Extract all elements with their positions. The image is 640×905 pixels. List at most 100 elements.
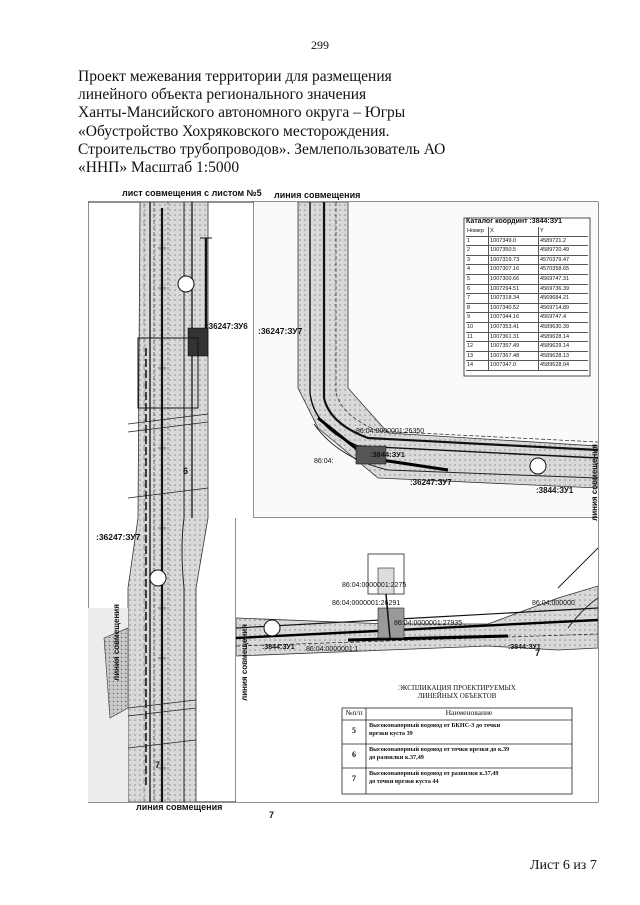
catalog-cell: 12 [466, 342, 490, 351]
document-title: Проект межевания территории для размещен… [78, 68, 518, 177]
catalog-cell: 4569736.39 [540, 285, 570, 292]
footer-sheet: Лист 6 из 7 [530, 858, 597, 873]
catalog-cell: 1007353.41 [489, 322, 540, 332]
cadastre-label: 86:04: [314, 458, 334, 465]
catalog-cell: 4589628.04 [540, 362, 570, 369]
catalog-cell: 4569714.89 [540, 304, 570, 311]
catalog-cell: 1007367.48 [489, 351, 540, 361]
catalog-cell: 3 [466, 255, 490, 265]
catalog-cell: 1007294.51 [489, 284, 540, 294]
catalog-cell: 4570379.47 [540, 256, 570, 263]
legend-row-line: Высоконапорный водовод от развилки к.37,… [369, 770, 499, 777]
catalog-cell: 1007357.49 [489, 342, 540, 351]
page-number: 299 [311, 38, 329, 52]
catalog-cell: 1007347.0 [489, 361, 540, 370]
catalog-cell: 4 [466, 265, 490, 274]
title-line: «ННП» Масштаб 1:5000 [78, 159, 240, 177]
legend-title-2: ЛИНЕЙНЫХ ОБЪЕКТОВ [417, 692, 497, 700]
marker-label: 7 [535, 648, 541, 658]
catalog-header-cell: Y [540, 228, 544, 234]
legend-row-line: до развилки к.37,49 [369, 754, 424, 761]
legend-row-name: Высоконапорный водовод от БКНС-3 до точк… [366, 722, 572, 738]
cadastre-label: 86:04:0000001:26350 [356, 428, 425, 435]
catalog-cell: 4589628.13 [540, 352, 570, 359]
left-panel [88, 201, 255, 803]
catalog-cell: 5 [466, 274, 490, 284]
catalog-cell: 4569747.4 [540, 314, 567, 321]
catalog-cell: 11 [466, 332, 490, 342]
catalog-cell: 7 [466, 294, 490, 303]
catalog-cell: 1007344.16 [489, 313, 540, 322]
legend: ЭКСПЛИКАЦИЯ ПРОЕКТИРУЕМЫХ ЛИНЕЙНЫХ ОБЪЕК… [342, 684, 572, 790]
catalog-title: Каталог координт :3844:ЗУ1 [466, 218, 563, 225]
catalog-cell: 10 [466, 322, 490, 332]
marker-label: 6 [183, 466, 189, 476]
title-line: линейного объекта регионального значения [78, 86, 367, 104]
catalog-cell: 4569684.21 [540, 295, 570, 302]
parcel-label: :36247:ЗУ7 [258, 326, 303, 336]
catalog-cell: 1007340.52 [489, 303, 540, 313]
catalog-cell: 4589630.39 [540, 323, 570, 330]
legend-row-line: Высоконапорный водовод от точки врезки д… [369, 746, 510, 753]
legend-row-line: до точки врезки куста 44 [369, 778, 439, 785]
catalog-header-cell: X [489, 227, 540, 236]
parcel-label: :36247:ЗУ6 [206, 322, 248, 331]
catalog-cell: 1007307.16 [489, 265, 540, 274]
legend-col-num: №п/п [345, 707, 363, 717]
cadastre-label: 86:04:0000001:26291 [332, 600, 401, 607]
markers [149, 275, 547, 637]
catalog-cell: 1007350.5 [489, 246, 540, 255]
marker-7a [149, 569, 167, 587]
title-line: Проект межевания территории для размещен… [78, 68, 392, 85]
legend-row-num: 7 [352, 773, 356, 783]
legend-row-name: Высоконапорный водовод от точки врезки д… [366, 746, 572, 762]
marker-7c [263, 619, 281, 637]
legend-row-line: Высоконапорный водовод от БКНС-3 до точк… [369, 722, 501, 729]
parcel-label: :3844:ЗУ1 [370, 450, 405, 459]
parcel-label: :36247:ЗУ7 [410, 478, 452, 487]
vertical-label-left: линия совмещения [111, 604, 121, 681]
bottom-label: линия совмещения [136, 802, 223, 812]
catalog-cell: 1007300.66 [489, 274, 540, 284]
vertical-label-mid: линия совмещения [239, 624, 249, 701]
title-line: «Обустройство Хохряковского месторождени… [78, 122, 390, 140]
marker-6 [177, 275, 195, 293]
legend-row-line: врезки куста 39 [369, 730, 413, 737]
legend-title-1: ЭКСПЛИКАЦИЯ ПРОЕКТИРУЕМЫХ [398, 684, 516, 692]
title-line: Строительство трубопроводов». Землепольз… [78, 140, 446, 158]
catalog-cell: 9 [466, 313, 490, 322]
lower-right-panel [235, 518, 599, 802]
catalog-cell: 1007318.34 [489, 294, 540, 303]
cadastre-label: 86:04:0000001:27935 [394, 620, 463, 627]
legend-row-name: Высоконапорный водовод от развилки к.37,… [366, 770, 572, 786]
top-label-right: линия совмещения [274, 190, 361, 200]
legend-row-num: 6 [352, 749, 356, 759]
legend-row: 6 Высоконапорный водовод от точки врезки … [342, 742, 572, 766]
parcel-label: :3844:ЗУ1 [508, 644, 541, 651]
marker-label: 7 [269, 810, 275, 820]
map-svg [87, 201, 599, 803]
catalog-cell: 4589721.2 [540, 237, 567, 244]
top-label-left: лист совмещения с листом №5 [122, 188, 262, 198]
cadastre-label: 86:04:0000001:1 [306, 646, 359, 653]
parcel-label: :36247:ЗУ7 [96, 532, 141, 542]
parcel-label: :3844:ЗУ1 [262, 644, 295, 651]
catalog-header-cell: Номер [466, 227, 490, 236]
catalog-cell: 1007349.0 [489, 236, 540, 246]
